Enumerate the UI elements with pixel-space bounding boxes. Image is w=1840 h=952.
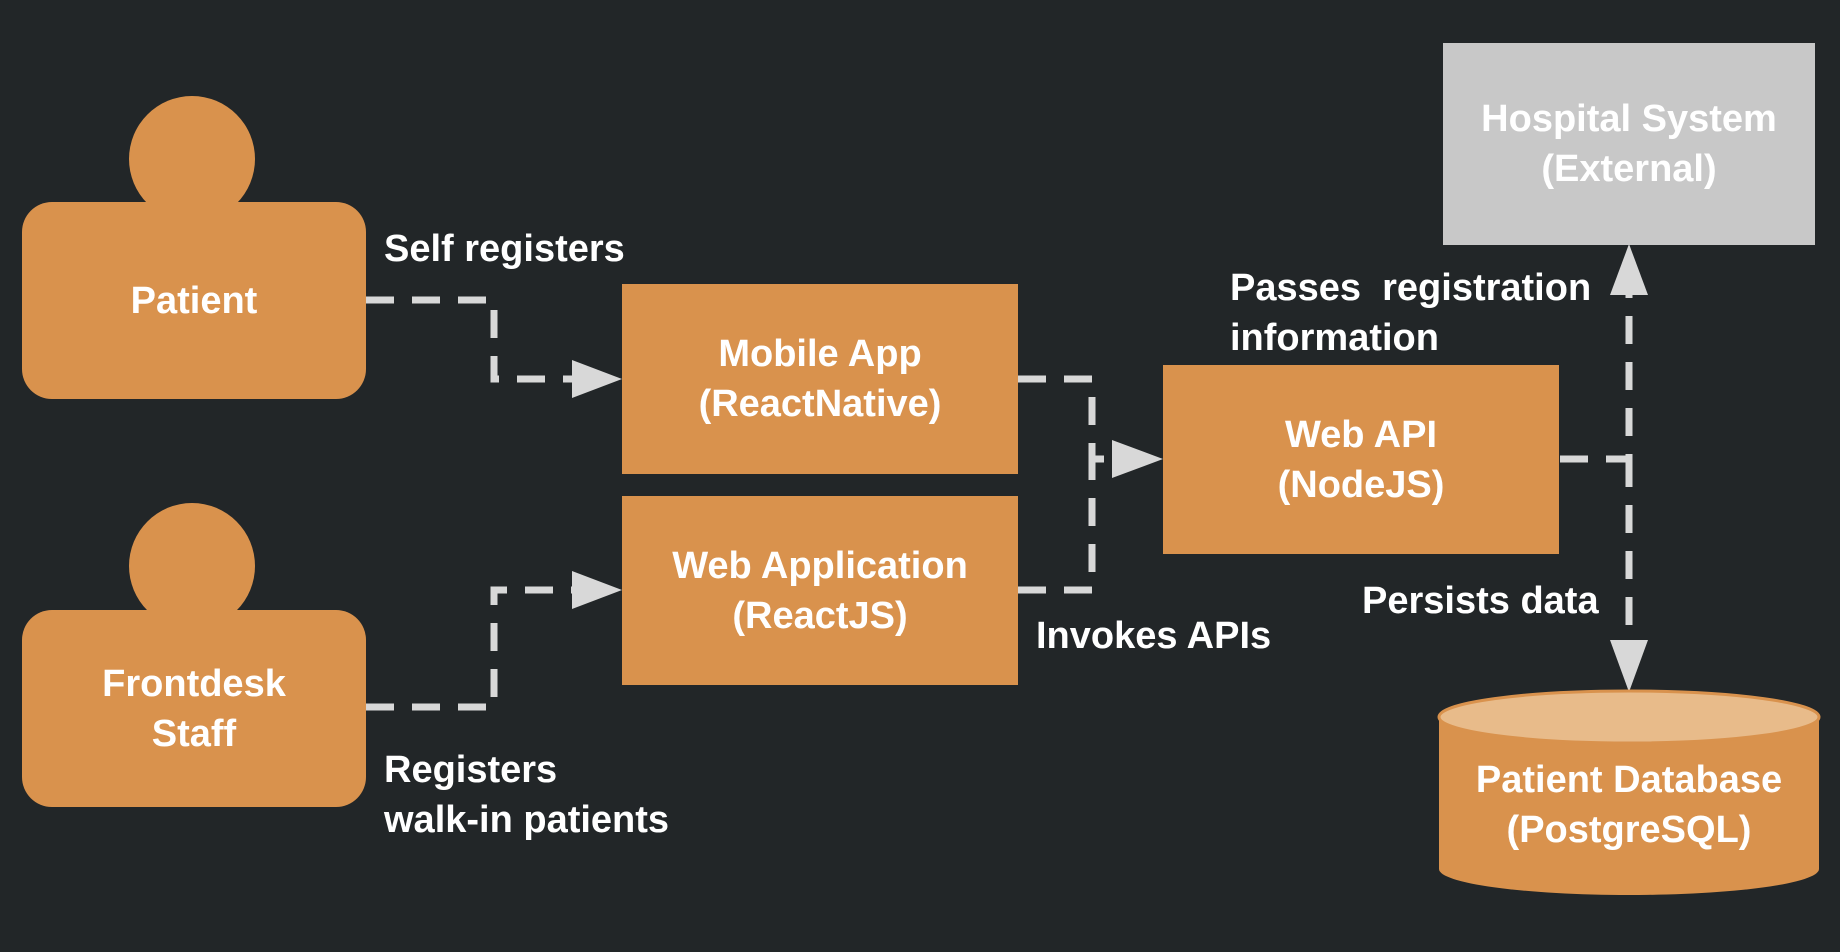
label-self-registers: Self registers <box>384 228 625 270</box>
component-mobile-app: Mobile App (ReactNative) <box>622 284 1018 474</box>
label-registers-line1: Registers <box>384 749 558 791</box>
component-web-application: Web Application (ReactJS) <box>622 496 1018 685</box>
actor-patient-label: Patient <box>130 279 258 322</box>
actor-patient: Patient <box>22 202 366 399</box>
arrowhead-hospital <box>1610 244 1648 295</box>
actor-frontdesk-line1: Frontdesk <box>102 662 286 705</box>
edge-patient-to-mobile-app <box>366 296 572 383</box>
arrowhead-web-api <box>1112 440 1163 478</box>
component-patient-database: Patient Database (PostgreSQL) <box>1437 740 1821 870</box>
mobile-app-line1: Mobile App <box>718 333 922 375</box>
actor-frontdesk-line2: Staff <box>151 712 237 755</box>
hospital-line1: Hospital System <box>1481 98 1777 140</box>
database-cylinder-icon <box>1437 689 1821 895</box>
arrowhead-database <box>1610 640 1648 692</box>
patient-db-line2: (PostgreSQL) <box>1506 809 1752 851</box>
actor-frontdesk-staff: Frontdesk Staff <box>22 610 366 807</box>
hospital-line2: (External) <box>1541 148 1717 190</box>
label-invokes-apis: Invokes APIs <box>1036 615 1272 657</box>
arrowhead-web-app <box>572 571 622 609</box>
arrowhead-mobile-app <box>572 360 622 398</box>
component-web-api: Web API (NodeJS) <box>1163 365 1559 554</box>
web-app-line2: (ReactJS) <box>732 594 908 637</box>
edge-web-app-to-web-api <box>1018 459 1096 594</box>
edge-frontdesk-to-web-app <box>366 586 572 711</box>
web-api-line1: Web API <box>1284 413 1438 456</box>
web-app-line1: Web Application <box>672 544 968 587</box>
edge-mobile-app-to-web-api <box>1018 375 1112 463</box>
label-persists-data: Persists data <box>1362 580 1599 622</box>
label-registers-line2: walk-in patients <box>384 799 670 841</box>
edge-web-api-to-hospital <box>1560 290 1633 463</box>
patient-head-icon <box>129 96 255 222</box>
patient-db-line1: Patient Database <box>1475 759 1783 801</box>
label-passes-line2: information <box>1230 317 1439 359</box>
frontdesk-head-icon <box>129 503 255 629</box>
web-api-line2: (NodeJS) <box>1277 463 1445 506</box>
mobile-app-line2: (ReactNative) <box>698 383 942 425</box>
label-passes-line1: Passes registration <box>1230 267 1592 309</box>
component-hospital-system: Hospital System (External) <box>1443 43 1815 245</box>
